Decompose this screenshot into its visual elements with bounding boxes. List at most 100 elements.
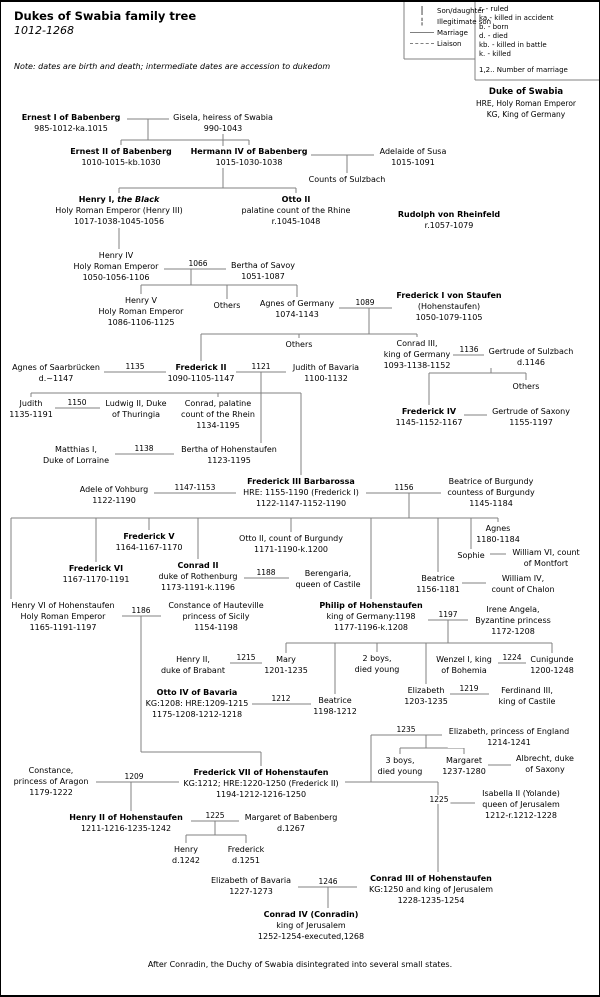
legend-key: Duke of Swabia HRE, Holy Roman Emperor K… <box>456 86 596 120</box>
liaison-line-icon <box>407 43 437 44</box>
marriage-year-1147-1153: 1147-1153 <box>172 483 218 492</box>
marriage-year-1150: 1150 <box>65 398 89 407</box>
footer-note: After Conradin, the Duchy of Swabia disi… <box>147 960 453 969</box>
abbreviation: b. - born <box>479 23 509 31</box>
person-others-1: Others <box>212 300 242 311</box>
marriage-year-1246: 1246 <box>316 877 340 886</box>
key-title: Duke of Swabia <box>488 87 564 97</box>
person-matthias-i-of-lorraine: Matthias I,Duke of Lorraine <box>41 444 111 466</box>
legend-item-illegitimate-son: ¦ Illegitimate son <box>407 16 491 27</box>
marriage-line-icon <box>407 32 437 33</box>
person-berengaria-of-castile: Berengaria,queen of Castile <box>294 568 362 590</box>
page-subtitle: 1012-1268 <box>14 24 74 37</box>
marriage-year-1136: 1136 <box>457 345 481 354</box>
legend-item-son-daughter: | Son/daughter <box>407 5 491 16</box>
date-note: Note: dates are birth and death; interme… <box>14 62 331 71</box>
marriage-year-1225: 1225 <box>203 811 227 820</box>
marriage-year-1188: 1188 <box>254 568 278 577</box>
marriage-year-1156: 1156 <box>392 483 416 492</box>
abbreviation: d. - died <box>479 32 508 40</box>
illegitimate-son-line-icon: ¦ <box>420 16 424 27</box>
person-others-3: Others <box>511 381 541 392</box>
legend-abbreviations: r. - ruled ka.- killed in accident b. - … <box>479 5 554 59</box>
person-frederick-i-von-staufen: Frederick I von Staufen(Hohenstaufen)105… <box>395 290 503 323</box>
person-others-2: Others <box>284 339 314 350</box>
marriage-year-1235: 1235 <box>394 725 418 734</box>
person-two-boys: 2 boys,died young <box>353 653 401 675</box>
person-henry-ii-of-brabant: Henry II,duke of Brabant <box>159 654 227 676</box>
person-william-iv-of-chalon: William IV,count of Chalon <box>490 573 556 595</box>
legend-label: Illegitimate son <box>437 17 492 26</box>
person-sophie: Sophie <box>456 550 486 561</box>
person-counts-of-sulzbach: Counts of Sulzbach <box>307 174 387 185</box>
abbreviation: ka.- killed in accident <box>479 14 554 22</box>
marriage-year-1135: 1135 <box>123 362 147 371</box>
abbreviation: k. - killed <box>479 50 511 58</box>
person-ferdinand-iii-of-castile: Ferdinand III,king of Castile <box>497 685 557 707</box>
marriage-year-1138: 1138 <box>132 444 156 453</box>
marriage-year-1209: 1209 <box>122 772 146 781</box>
legend-line-types: | Son/daughter ¦ Illegitimate son Marria… <box>407 5 491 49</box>
marriage-year-1121: 1121 <box>249 362 273 371</box>
marriage-number-note: 1,2.. Number of marriage <box>479 66 568 74</box>
legend-label: Marriage <box>437 28 468 37</box>
son-daughter-line-icon: | <box>420 5 424 16</box>
abbreviation: kb. - killed in battle <box>479 41 547 49</box>
key-line-kg: KG, King of Germany <box>486 110 566 119</box>
legend-item-liaison: Liaison <box>407 38 491 49</box>
marriage-year-1089: 1089 <box>353 298 377 307</box>
marriage-year-1197: 1197 <box>436 610 460 619</box>
marriage-year-1212: 1212 <box>269 694 293 703</box>
legend-label: Son/daughter <box>437 6 485 15</box>
